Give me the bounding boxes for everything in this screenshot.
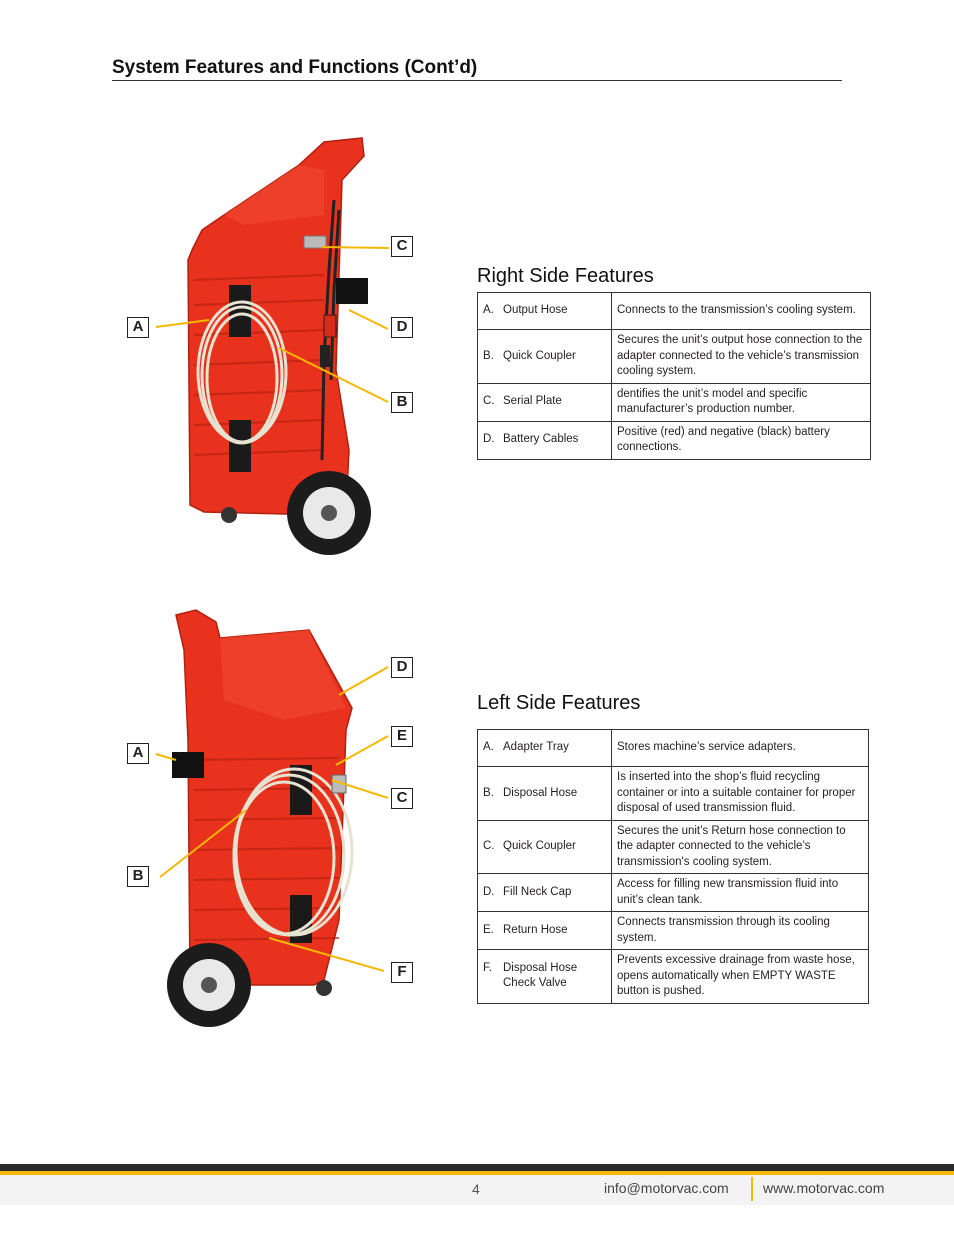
row-description: Is inserted into the shop’s fluid recycl… [611,766,869,821]
row-description: Connects transmission through its coolin… [611,911,869,950]
callout-e: E [391,726,413,747]
row-description: Positive (red) and negative (black) batt… [611,420,871,460]
machine-right-illustration [155,137,390,555]
callout-d: D [391,657,413,678]
left-side-machine-figure: A B C D E F [124,590,424,1030]
footer-bar-dark [0,1164,954,1171]
callout-b: B [391,392,413,413]
row-name: Adapter Tray [503,741,569,754]
callout-c: C [391,788,413,809]
row-description: Secures the unit’s Return hose connectio… [611,819,869,874]
table-row: D. Fill Neck Cap Access for filling new t… [477,873,869,912]
callout-a: A [127,317,149,338]
callout-a: A [127,743,149,764]
callout-d: D [391,317,413,338]
row-name: Disposal Hose Check Valve [503,961,578,990]
table-row: F. Disposal Hose Check Valve Prevents exc… [477,949,869,1004]
table-row: C. Serial Plate dentifies the unit’s mode… [477,382,871,422]
row-name: Quick Coupler [503,349,576,362]
row-letter: C. [483,840,495,852]
right-side-features-table: A. Output Hose Connects to the transmissi… [477,292,871,460]
table-row: A. Output Hose Connects to the transmissi… [477,292,871,330]
row-description: Secures the unit’s output hose connectio… [611,329,871,384]
callout-f: F [391,962,413,983]
row-name: Serial Plate [503,395,562,408]
callout-b: B [127,866,149,887]
page-number: 4 [472,1181,480,1197]
row-letter: B. [483,786,494,799]
row-letter: A. [483,304,494,317]
row-name: Disposal Hose [503,786,578,799]
table-row: C. Quick Coupler Secures the unit’s Retur… [477,819,869,874]
footer-separator [751,1177,753,1201]
row-letter: A. [483,741,494,754]
table-row: D. Battery Cables Positive (red) and nega… [477,420,871,460]
row-description: Prevents excessive drainage from waste h… [611,949,869,1004]
table-row: E. Return Hose Connects transmission thro… [477,911,869,950]
row-letter: B. [483,349,494,362]
row-description: dentifies the unit’s model and specific … [611,382,871,422]
row-letter: D. [483,433,495,446]
page-title: System Features and Functions (Cont’d) [112,57,842,81]
row-name: Return Hose [503,923,568,936]
footer-bar-gold [0,1171,954,1175]
table-row: A. Adapter Tray Stores machine’s service … [477,729,869,767]
row-name: Output Hose [503,304,568,317]
row-name: Battery Cables [503,433,579,446]
footer-email: info@motorvac.com [604,1180,729,1196]
row-name: Fill Neck Cap [503,885,572,898]
left-side-features-title: Left Side Features [477,692,641,714]
footer-background [0,1175,954,1205]
row-letter: D. [483,885,495,898]
table-row: B. Quick Coupler Secures the unit’s outpu… [477,329,871,384]
right-side-machine-figure: A B C D [124,120,424,570]
machine-left-illustration [155,609,389,1027]
row-letter: E. [483,923,494,936]
callout-c: C [391,236,413,257]
table-row: B. Disposal Hose Is inserted into the sho… [477,766,869,821]
footer-website: www.motorvac.com [763,1180,885,1196]
row-letter: C. [483,395,495,408]
row-description: Stores machine’s service adapters. [611,729,869,767]
row-name: Quick Coupler [503,840,576,852]
row-description: Access for filling new transmission flui… [611,873,869,912]
row-letter: F. [483,961,492,974]
row-description: Connects to the transmission’s cooling s… [611,292,871,330]
right-side-features-title: Right Side Features [477,265,654,287]
left-side-features-table: A. Adapter Tray Stores machine’s service … [477,729,869,1004]
